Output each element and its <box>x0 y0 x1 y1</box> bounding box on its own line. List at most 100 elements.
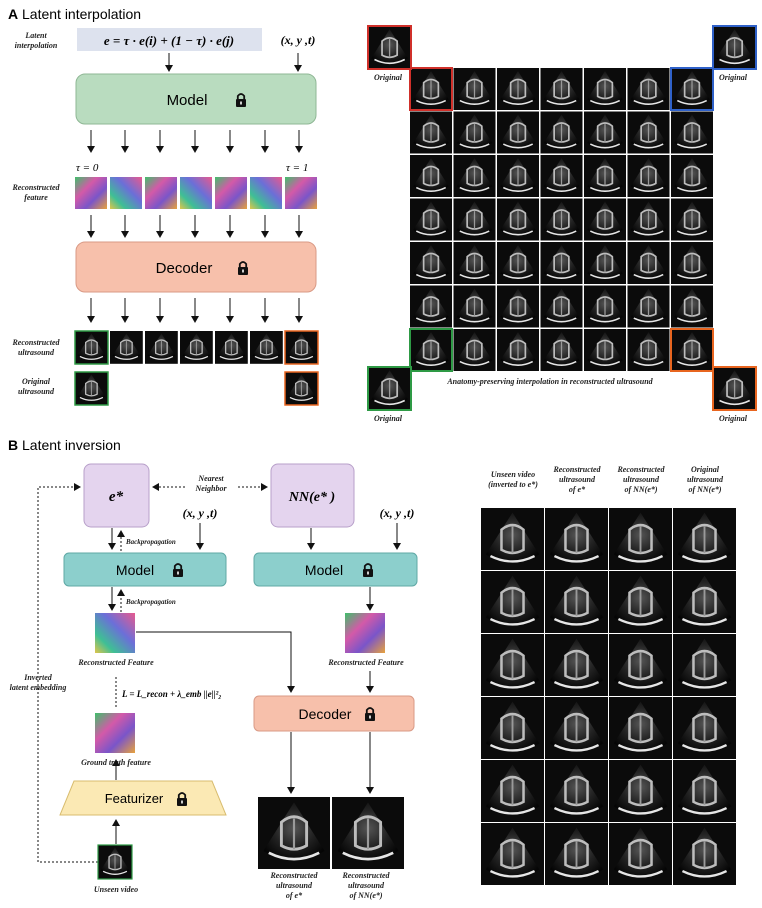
grid-frame <box>409 67 453 111</box>
original-ultrasound-right <box>284 371 319 406</box>
grid-frame <box>496 328 540 372</box>
recon-us-e-label-1: Reconstructed <box>269 871 318 880</box>
table-cell-frame <box>479 632 546 698</box>
grid-frame <box>496 197 540 242</box>
grid-frame <box>583 241 627 285</box>
original-label-bl: Original <box>374 414 403 423</box>
feature-map <box>75 177 107 209</box>
table-column-header: Reconstructed <box>552 465 601 474</box>
table-column-header: ultrasound <box>559 475 596 484</box>
unseen-video-label: Unseen video <box>94 885 138 894</box>
table-headers: Unseen video(inverted to e*)Reconstructe… <box>488 465 724 494</box>
table-column-header: Unseen video <box>491 470 535 479</box>
decoder-label-a: Decoder <box>156 260 213 277</box>
orig-us-label-line1: Original <box>22 377 51 386</box>
grid-frame <box>626 284 671 329</box>
coords-label-a: (x, y ,t) <box>281 33 316 47</box>
recon-us-label-line1: Reconstructed <box>11 338 60 347</box>
grid-frame <box>626 67 671 111</box>
grid-frame <box>496 154 540 198</box>
recon-us-e-label-2: ultrasound <box>276 881 313 890</box>
panel-a-letter: A <box>8 6 18 22</box>
backprop-label-1: Backpropagation <box>125 538 176 546</box>
inverted-label-line2: latent embedding <box>10 683 67 692</box>
grid-frame <box>452 110 497 155</box>
feature-strip-a <box>75 177 317 209</box>
decoder-box-b <box>253 695 415 732</box>
grid-frame <box>496 67 540 111</box>
model-label-a: Model <box>167 92 208 109</box>
coords-left: (x, y ,t) <box>183 506 218 520</box>
grid-frame <box>539 154 584 198</box>
ground-truth-feature <box>95 713 135 753</box>
recon-us-nn-e-star <box>330 795 406 871</box>
grid-highlight-frame <box>670 67 714 111</box>
model-label-left: Model <box>116 562 154 578</box>
table-cell-frame <box>479 758 546 824</box>
grid-frame <box>452 328 497 372</box>
ultrasound-frame <box>179 330 214 365</box>
grid-frame <box>626 110 671 155</box>
nearest-label-line1: Nearest <box>197 474 224 483</box>
tau-start-label: τ = 0 <box>76 162 99 174</box>
table-cell-frame <box>543 821 610 887</box>
inverted-label-line1: Inverted <box>23 673 53 682</box>
table-column-header: ultrasound <box>623 475 660 484</box>
original-ultrasound-left <box>74 371 109 406</box>
interpolation-equation: e = τ · e(i) + (1 − τ) · e(j) <box>104 33 234 48</box>
grid-frame <box>409 241 453 285</box>
grid-frame <box>409 328 453 372</box>
recon-us-label-line2: ultrasound <box>18 348 55 357</box>
nn-e-star-box <box>270 463 355 528</box>
nearest-label-line2: Neighbor <box>194 484 227 493</box>
model-box-left <box>63 552 227 587</box>
grid-frame <box>583 284 627 329</box>
grid-frame <box>452 241 497 285</box>
reconstructed-feature-left <box>95 613 135 653</box>
grid-frame <box>626 197 671 242</box>
panel-a-title: Latent interpolation <box>22 6 141 22</box>
latent-label-line1: Latent <box>24 31 47 40</box>
grid-caption: Anatomy-preserving interpolation in reco… <box>446 377 653 386</box>
grid-highlight-frame <box>409 328 453 372</box>
feature-map <box>285 177 317 209</box>
grid-frame <box>583 67 627 111</box>
table-column-header: of e* <box>569 485 586 494</box>
grid-highlight-frame <box>670 328 714 372</box>
recon-us-nn-label-2: ultrasound <box>348 881 385 890</box>
table-cell-frame <box>607 695 674 761</box>
recon-us-e-star <box>256 795 332 871</box>
model-box-a <box>75 73 317 125</box>
table-cell-frame <box>479 695 546 761</box>
original-corner-bl <box>367 366 413 412</box>
grid-frame <box>626 328 671 372</box>
featurizer-label: Featurizer <box>105 791 164 806</box>
table-cell-frame <box>671 758 738 824</box>
table-cell-frame <box>479 569 546 635</box>
grid-frame <box>670 110 714 155</box>
ultrasound-frame <box>249 330 284 365</box>
table-cell-frame <box>543 758 610 824</box>
grid-frame <box>539 197 584 242</box>
table-cell-frame <box>543 569 610 635</box>
model-label-right: Model <box>305 562 343 578</box>
table-cell-frame <box>543 695 610 761</box>
table-column-header: Reconstructed <box>616 465 665 474</box>
grid-frame <box>409 110 453 155</box>
unseen-video-frame <box>97 844 133 880</box>
recon-feature-left-label: Reconstructed Feature <box>77 658 154 667</box>
equation-box <box>77 28 262 51</box>
interpolation-grid <box>409 67 714 372</box>
reconstructed-feature-right <box>345 613 385 653</box>
grid-highlight-frame <box>409 67 453 111</box>
feature-map <box>180 177 212 209</box>
grid-frame <box>539 241 584 285</box>
table-column-header: ultrasound <box>687 475 724 484</box>
featurizer-box <box>59 780 227 816</box>
grid-frame <box>539 284 584 329</box>
recon-feature-right-label: Reconstructed Feature <box>327 658 404 667</box>
original-label-tr: Original <box>719 73 748 82</box>
coords-right: (x, y ,t) <box>380 506 415 520</box>
table-cell-frame <box>671 695 738 761</box>
